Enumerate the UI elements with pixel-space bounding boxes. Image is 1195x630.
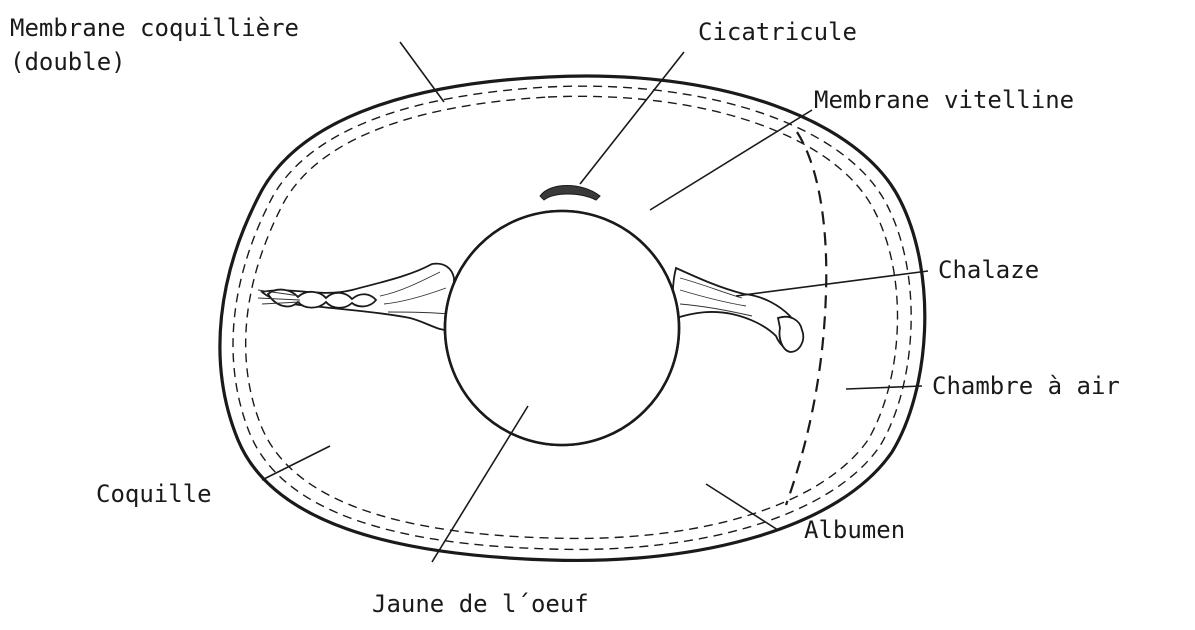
leader-coquille [262,446,330,480]
label-cicatricule: Cicatricule [698,18,857,46]
label-jaune: Jaune de l´oeuf [372,590,589,618]
egg-yolk [445,188,679,445]
leader-albumen [706,484,778,530]
chalaza-right [673,268,803,352]
label-chambre-a-air: Chambre à air [932,372,1120,400]
label-membrane-vitelline: Membrane vitelline [814,86,1074,114]
label-membrane-coquilliere-line1: Membrane coquillière [10,14,299,42]
leader-cicatricule [580,52,684,184]
leader-chalaze [736,271,928,296]
leader-membrane-vitelline [650,110,812,210]
chalaza-left [258,264,454,331]
label-membrane-coquilliere-line2: (double) [10,48,126,76]
leader-chambre-a-air [846,386,922,389]
label-albumen: Albumen [804,516,905,544]
cicatricule-mark [540,186,600,201]
label-chalaze: Chalaze [938,256,1039,284]
label-coquille: Coquille [96,480,212,508]
leader-jaune [432,406,528,562]
